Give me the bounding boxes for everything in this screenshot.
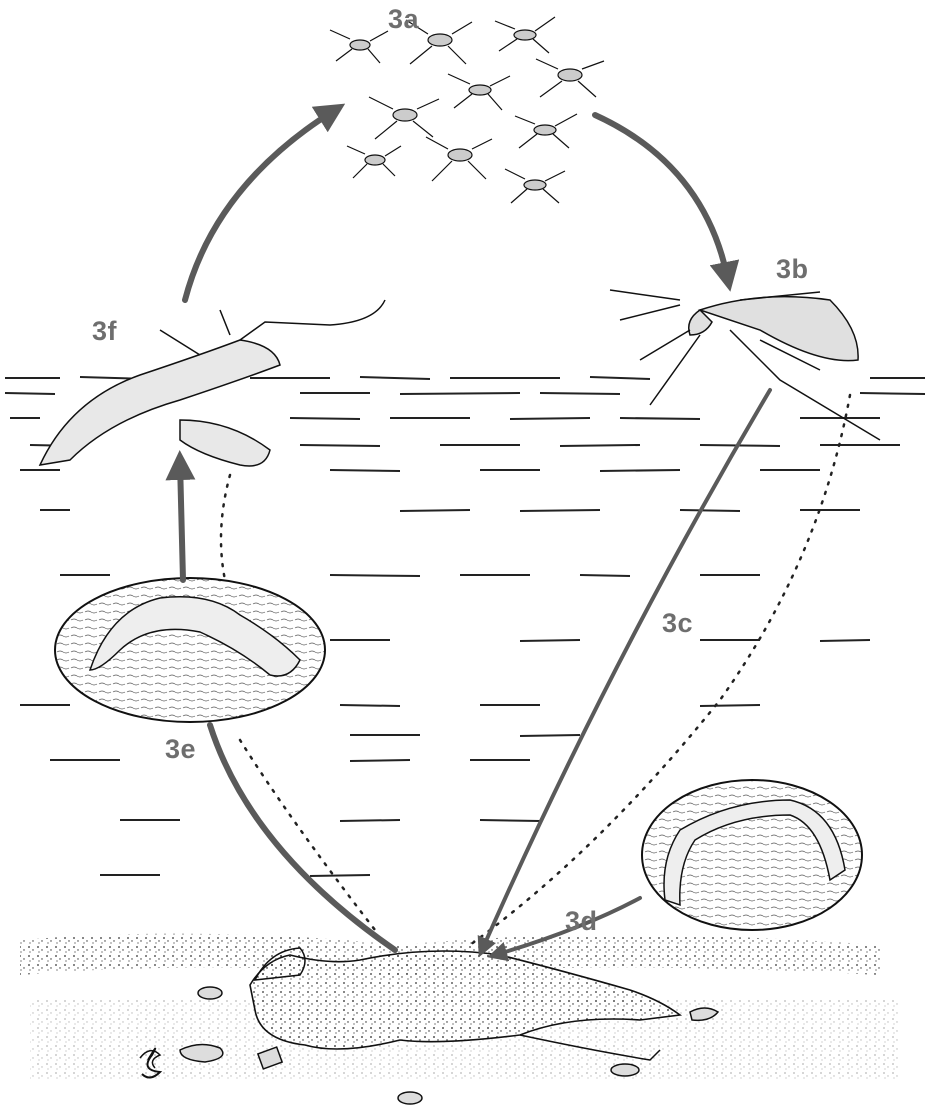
label-3f: 3f — [92, 316, 117, 347]
pupa-inset-3e — [55, 578, 325, 722]
label-3a: 3a — [388, 4, 419, 35]
label-3d: 3d — [565, 906, 598, 937]
larva-inset-3d — [642, 780, 862, 930]
label-3c: 3c — [662, 608, 693, 639]
arrow-3a-to-3b — [595, 115, 728, 280]
arrow-3e-to-3f — [180, 462, 183, 580]
label-3e: 3e — [165, 734, 196, 765]
adult-midge-swarm — [330, 17, 604, 203]
arrow-bottom-to-3e — [210, 725, 395, 950]
label-3b: 3b — [776, 254, 809, 285]
arrow-3f-to-3a — [185, 110, 335, 300]
